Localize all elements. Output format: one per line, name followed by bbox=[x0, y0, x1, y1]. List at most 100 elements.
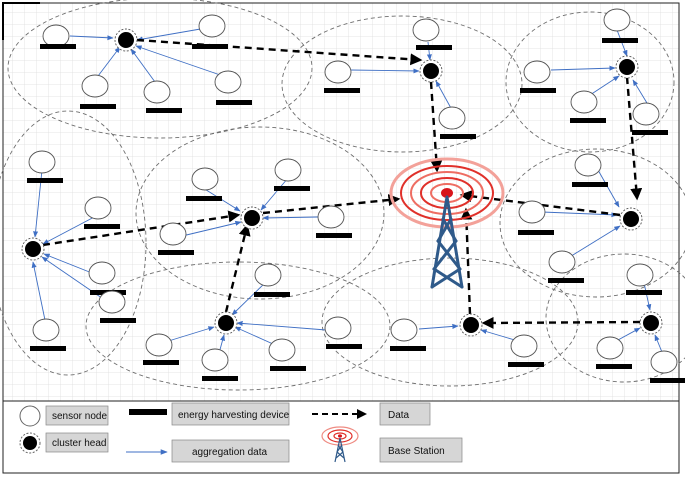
energy-harvesting-device-icon bbox=[316, 233, 352, 238]
base-station-legend-icon bbox=[321, 426, 359, 463]
diagram-g bbox=[334, 437, 346, 463]
cluster-head-icon bbox=[619, 59, 635, 75]
sensor-node-icon bbox=[191, 167, 219, 191]
cluster-boundary bbox=[505, 11, 675, 153]
sensor-node-icon bbox=[143, 80, 171, 104]
aggregation-arrow bbox=[567, 225, 621, 259]
sensor-node bbox=[80, 74, 116, 109]
energy-harvesting-device-icon bbox=[27, 178, 63, 183]
sensor-node-icon bbox=[42, 24, 70, 48]
cluster-head-icon bbox=[25, 241, 41, 257]
sensor-node-icon bbox=[438, 106, 466, 130]
legend-aggregation-data-label: aggregation data bbox=[192, 447, 268, 458]
aggregation-arrow bbox=[69, 35, 114, 41]
energy-harvesting-device-icon bbox=[129, 409, 167, 415]
sensor-node bbox=[596, 336, 632, 369]
cluster-head bbox=[619, 207, 643, 231]
aggregation-arrow bbox=[177, 220, 242, 238]
energy-harvesting-device-icon bbox=[254, 292, 290, 297]
sensor-node bbox=[324, 60, 360, 93]
sensor-node-icon bbox=[274, 158, 302, 182]
legend-aggregation-data: aggregation data bbox=[126, 439, 290, 463]
diagram-line bbox=[336, 444, 343, 453]
corner-mark bbox=[2, 2, 40, 40]
energy-harvesting-device-icon bbox=[390, 346, 426, 351]
aggregation-arrow bbox=[31, 261, 47, 326]
diagram-line bbox=[436, 217, 453, 243]
energy-harvesting-device-icon bbox=[440, 134, 476, 139]
cluster-boundary bbox=[281, 15, 523, 153]
clusters bbox=[0, 0, 685, 391]
sensor-node bbox=[508, 334, 544, 367]
sensor-node-icon bbox=[574, 153, 602, 177]
sensor-node-icon bbox=[390, 318, 418, 342]
energy-harvesting-device-icon bbox=[508, 362, 544, 367]
energy-harvesting-device-icon bbox=[416, 45, 452, 50]
sensor-node-icon bbox=[632, 102, 660, 126]
cluster-head bbox=[114, 28, 138, 52]
sensor-node bbox=[98, 290, 136, 323]
aggregation-arrow bbox=[94, 46, 121, 81]
cluster-boundary bbox=[7, 0, 313, 139]
sensor-node-icon bbox=[548, 250, 576, 274]
energy-harvesting-device-icon bbox=[602, 38, 638, 43]
base-station bbox=[389, 157, 505, 289]
energy-harvesting-device-icon bbox=[572, 182, 608, 187]
cluster-boundary bbox=[85, 261, 391, 391]
cluster-head bbox=[21, 237, 45, 261]
sensor-node-icon bbox=[324, 60, 352, 84]
sensor-node-icon bbox=[626, 263, 654, 287]
sensor-node bbox=[30, 318, 66, 351]
legend-base-station: Base Station bbox=[321, 426, 463, 463]
sensor-node bbox=[27, 150, 63, 183]
aggregation-arrow bbox=[617, 327, 641, 341]
cluster-head bbox=[459, 313, 483, 337]
sensor-node-icon bbox=[88, 261, 116, 285]
sensor-node bbox=[214, 70, 252, 105]
diagram-rect bbox=[171, 439, 290, 463]
sensor-node bbox=[324, 316, 362, 349]
diagram-line bbox=[441, 217, 458, 243]
energy-harvesting-device-icon bbox=[80, 104, 116, 109]
diagram-ellipse bbox=[321, 426, 359, 446]
sensor-node bbox=[570, 90, 606, 123]
energy-harvesting-device-icon bbox=[100, 318, 136, 323]
sensor-node bbox=[632, 102, 668, 135]
sensor-node bbox=[268, 338, 306, 371]
sensor-node-icon bbox=[84, 196, 112, 220]
sensor-node bbox=[201, 348, 238, 381]
sensor-node-icon bbox=[214, 70, 242, 94]
diagram-ellipse bbox=[441, 188, 453, 198]
sensor-node-icon bbox=[523, 60, 551, 84]
sensor-node bbox=[412, 18, 452, 50]
diagram-ellipse bbox=[420, 177, 474, 209]
legend-cluster-head: cluster head bbox=[19, 432, 109, 454]
diagram-ellipse bbox=[410, 171, 484, 215]
aggregation-arrow bbox=[130, 48, 156, 83]
cluster-heads bbox=[21, 28, 663, 337]
data-arrow bbox=[460, 207, 473, 315]
diagram-line bbox=[436, 239, 462, 271]
data-arrow bbox=[625, 76, 643, 201]
diagram-line bbox=[337, 444, 344, 453]
energy-harvesting-device-icon bbox=[143, 360, 179, 365]
energy-harvesting-device-icon bbox=[192, 44, 228, 49]
cluster-head-icon bbox=[218, 315, 234, 331]
sensor-node bbox=[143, 333, 179, 365]
legend-data-label: Data bbox=[388, 410, 410, 421]
sensor-node bbox=[84, 196, 120, 229]
frame bbox=[2, 2, 680, 474]
sensor-node-icon bbox=[145, 333, 173, 357]
sensor-node bbox=[192, 14, 228, 49]
sensor-node-icon bbox=[98, 290, 126, 314]
aggregation-arrow bbox=[349, 68, 420, 74]
cluster-head-icon bbox=[423, 63, 439, 79]
sensor-node-icon bbox=[570, 90, 598, 114]
sensor-node bbox=[40, 24, 76, 49]
energy-harvesting-device-icon bbox=[596, 364, 632, 369]
energy-harvesting-device-icon bbox=[158, 250, 194, 255]
cluster-head-icon bbox=[623, 211, 639, 227]
sensor-nodes bbox=[27, 8, 685, 383]
sensor-node-icon bbox=[32, 318, 60, 342]
